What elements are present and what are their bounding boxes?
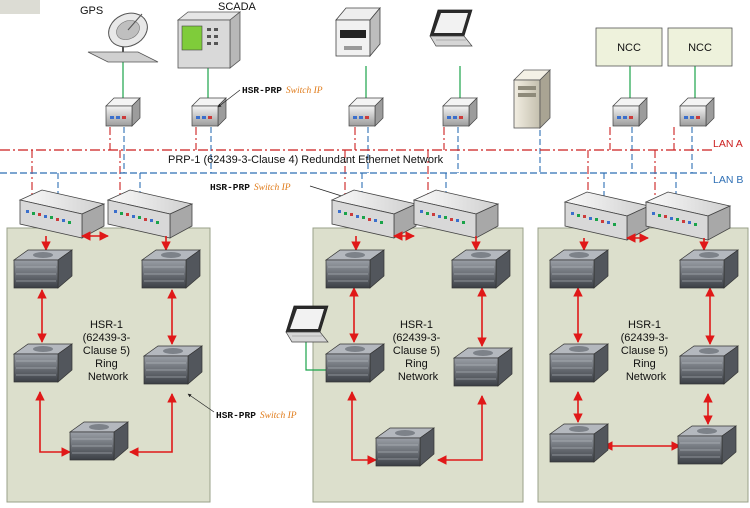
ied-server-icon (549, 343, 609, 383)
annotation-leader (217, 89, 241, 108)
prp-redbox-icon (612, 97, 648, 127)
ring-label-1: HSR-1 (62439-3- Clause 5) Ring Network (83, 319, 134, 383)
prp-redbox-icon (105, 97, 141, 127)
ied-server-icon (375, 427, 435, 467)
ied-server-icon (679, 249, 739, 289)
ied-server-icon (325, 249, 385, 289)
ring-label-3: HSR-1 (62439-3- Clause 5) Ring Network (621, 319, 672, 383)
prp-redbox-icon (348, 97, 384, 127)
maintenance-laptop-icon (285, 305, 329, 343)
switch-annotation-3: HSR-PRP Switch IP (216, 410, 297, 421)
switch-annotation-suffix: Switch IP (260, 411, 297, 421)
prp-network-label: PRP-1 (62439-3-Clause 4) Redundant Ether… (168, 154, 444, 166)
switch-annotation-protocol: HSR-PRP (210, 182, 250, 193)
gps-dish-icon (87, 12, 159, 63)
corner-block (0, 0, 40, 14)
switch-annotation-suffix: Switch IP (286, 86, 323, 96)
ncc-label-2: NCC (688, 42, 712, 54)
prp-redbox-icon (191, 97, 227, 127)
lan-a-drops (31, 127, 675, 200)
ied-server-icon (453, 347, 513, 387)
switch-annotation-protocol: HSR-PRP (242, 85, 282, 96)
switch-annotation-protocol: HSR-PRP (216, 410, 256, 421)
ied-server-icon (69, 421, 129, 461)
annotation-leader (187, 393, 215, 413)
printer-icon (335, 6, 381, 58)
scada-terminal-icon (176, 11, 242, 69)
ncc-box-1 (595, 27, 663, 67)
ied-server-icon (549, 249, 609, 289)
lan-a-label: LAN A (713, 138, 743, 150)
ied-server-icon (141, 249, 201, 289)
scada-label: SCADA (218, 1, 257, 13)
ied-server-icon (13, 343, 73, 383)
switch-annotation-1: HSR-PRP Switch IP (242, 85, 323, 96)
ring-label-2: HSR-1 (62439-3- Clause 5) Ring Network (393, 319, 444, 383)
switch-annotation-2: HSR-PRP Switch IP (210, 182, 291, 193)
ied-server-icon (13, 249, 73, 289)
ied-server-icon (549, 423, 609, 463)
ied-server-icon (451, 249, 511, 289)
workstation-laptop-icon (429, 9, 473, 47)
ied-server-icon (143, 345, 203, 385)
ncc-label-1: NCC (617, 42, 641, 54)
ied-server-icon (679, 345, 739, 385)
gps-label: GPS (80, 5, 103, 17)
switch-annotation-suffix: Switch IP (254, 183, 291, 193)
prp-redbox-icon (442, 97, 478, 127)
prp-redbox-icon (679, 97, 715, 127)
ied-server-icon (677, 425, 737, 465)
tower-server-icon (513, 69, 551, 129)
ncc-box-2 (667, 27, 733, 67)
lan-b-label: LAN B (713, 174, 743, 186)
ied-server-icon (325, 343, 385, 383)
hsr-ring-links (35, 231, 715, 465)
